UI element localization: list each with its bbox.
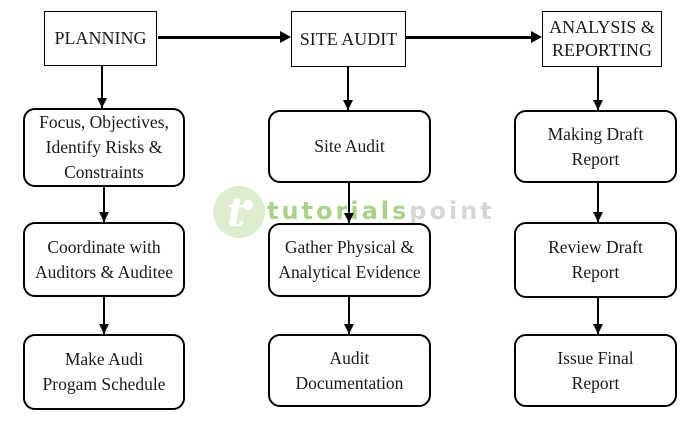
arrow-analysis-to-making-draft xyxy=(593,67,603,110)
arrow-site-audit-to-analysis-reporting xyxy=(406,31,542,43)
tutorialspoint-watermark: tutorialspoint xyxy=(267,194,495,228)
step-label: Issue Final Report xyxy=(557,347,634,393)
step-label: Review Draft Report xyxy=(548,237,643,282)
arrow-gather-evidence-to-documentation xyxy=(344,297,354,334)
stage-label-planning: PLANNING xyxy=(54,28,147,48)
arrow-review-draft-to-issue-final xyxy=(593,298,603,334)
step-box-audit-documentation: Audit Documentation xyxy=(268,334,431,407)
arrow-site-audit-step-to-gather-evidence xyxy=(344,183,354,223)
step-label: Making Draft Report xyxy=(547,123,644,169)
watermark-tutorials-text: tutorials xyxy=(267,197,410,225)
step-box-review-draft-report: Review Draft Report xyxy=(514,222,677,298)
stage-box-planning: PLANNING xyxy=(44,11,157,66)
step-label: Coordinate with Auditors & Auditee xyxy=(34,236,174,282)
arrow-planning-to-focus-objectives xyxy=(97,66,107,108)
arrow-planning-to-site-audit xyxy=(158,31,291,43)
stage-label-site-audit: SITE AUDIT xyxy=(299,28,398,49)
step-label: Audit Documentation xyxy=(295,347,404,393)
arrow-site-audit-to-site-audit-step xyxy=(343,67,353,110)
step-label: Make Audi Progam Schedule xyxy=(42,349,166,394)
step-box-issue-final-report: Issue Final Report xyxy=(514,334,677,407)
step-label: Gather Physical & Analytical Evidence xyxy=(278,237,421,282)
watermark-point-text: point xyxy=(409,197,495,225)
step-box-gather-evidence: Gather Physical & Analytical Evidence xyxy=(268,223,431,297)
svg-text:t: t xyxy=(227,189,246,236)
tutorialspoint-logo-icon: t xyxy=(213,186,265,238)
step-box-audit-program-schedule: Make Audi Progam Schedule xyxy=(23,334,185,410)
stage-box-analysis-reporting: ANALYSIS & REPORTING xyxy=(542,11,662,67)
step-box-coordinate-auditors-auditee: Coordinate with Auditors & Auditee xyxy=(23,222,185,297)
arrow-coordinate-to-schedule xyxy=(99,297,109,334)
arrow-making-draft-to-review-draft xyxy=(593,183,603,222)
stage-label-analysis-reporting: ANALYSIS & REPORTING xyxy=(549,17,655,60)
stage-box-site-audit: SITE AUDIT xyxy=(291,11,406,67)
step-label: Site Audit xyxy=(314,136,385,156)
step-box-making-draft-report: Making Draft Report xyxy=(514,110,677,183)
step-label: Focus, Objectives, Identify Risks & Cons… xyxy=(39,112,169,182)
step-box-focus-objectives-risks: Focus, Objectives, Identify Risks & Cons… xyxy=(23,108,185,187)
arrow-focus-to-coordinate xyxy=(99,187,109,222)
step-box-site-audit: Site Audit xyxy=(268,110,431,183)
